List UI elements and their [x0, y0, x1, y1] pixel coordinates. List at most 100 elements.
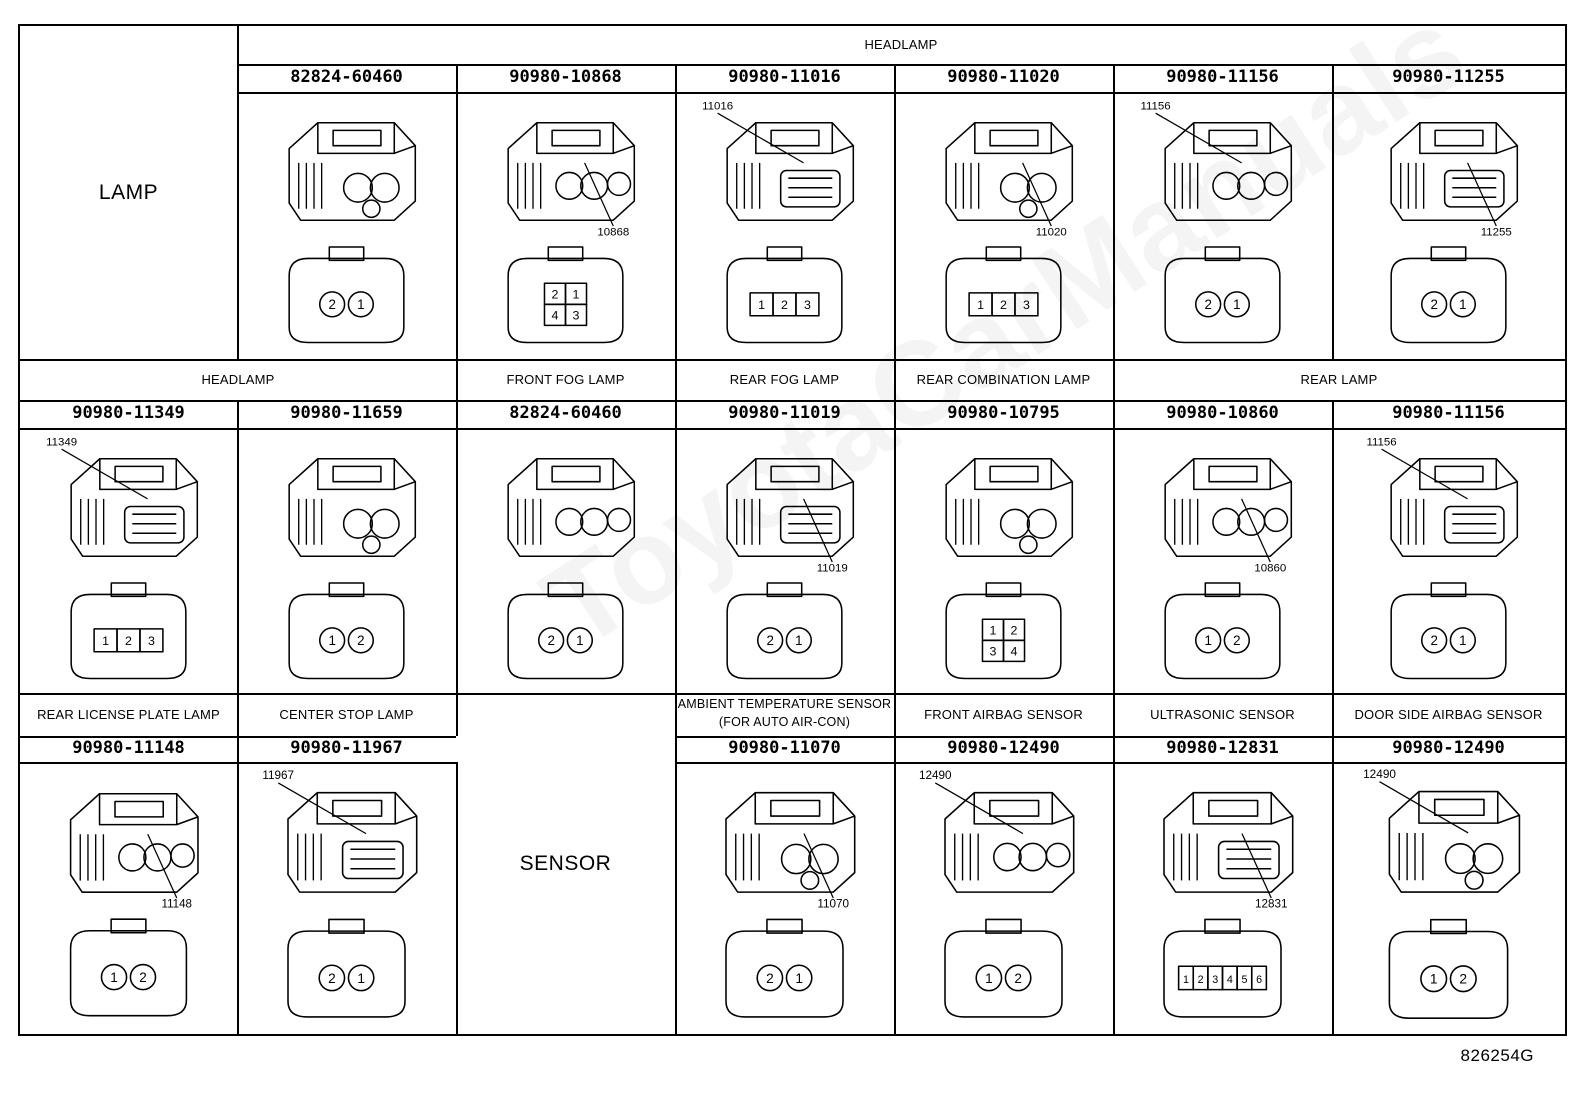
- svg-text:5: 5: [1241, 974, 1247, 986]
- svg-text:2: 2: [125, 634, 132, 648]
- svg-text:2: 2: [1430, 297, 1437, 312]
- svg-text:1: 1: [977, 298, 984, 312]
- row3-header-front-airbag-sensor: FRONT AIRBAG SENSOR: [924, 706, 1083, 722]
- svg-text:11156: 11156: [1367, 436, 1397, 448]
- part-number: 90980-12831: [1166, 738, 1279, 759]
- grid-line: [237, 26, 239, 360]
- lamp-category-label: LAMP: [98, 180, 159, 204]
- part-number: 82824-60460: [509, 403, 622, 424]
- grid-line: [20, 428, 1565, 430]
- row3-header-rear-license-plate-lamp: REAR LICENSE PLATE LAMP: [37, 706, 220, 722]
- row2-header-rear-lamp: REAR LAMP: [1300, 371, 1378, 387]
- svg-text:11255: 11255: [1481, 227, 1512, 239]
- grid-line: [20, 693, 1565, 695]
- svg-text:2: 2: [328, 297, 335, 312]
- grid-line: [675, 736, 1565, 738]
- svg-text:2: 2: [1430, 633, 1437, 648]
- part-number: 90980-11659: [290, 403, 403, 424]
- svg-text:1: 1: [985, 971, 993, 986]
- connector-drawing: 11967 2 1: [249, 764, 444, 1030]
- grid-line: [1332, 64, 1334, 360]
- part-number: 90980-11148: [72, 738, 185, 759]
- svg-text:3: 3: [148, 634, 155, 648]
- row3-header-ambient-temperature-sensor: AMBIENT TEMPERATURE SENSOR: [677, 697, 892, 712]
- part-number: 90980-10868: [509, 67, 622, 88]
- svg-text:2: 2: [781, 298, 788, 312]
- part-number: 90980-12490: [1392, 738, 1505, 759]
- connector-drawing: 11156 2 1: [1344, 432, 1553, 690]
- row2-header-headlamp: HEADLAMP: [201, 371, 275, 387]
- svg-text:2: 2: [328, 971, 336, 986]
- grid-line: [20, 736, 456, 738]
- svg-text:4: 4: [1227, 974, 1233, 986]
- svg-text:2: 2: [1014, 971, 1022, 986]
- connector-drawing: 11255 2 1: [1344, 96, 1553, 354]
- part-number: 90980-11967: [290, 738, 403, 759]
- grid-line: [20, 359, 1565, 361]
- part-number: 82824-60460: [290, 67, 403, 88]
- connector-drawing: 12490 1 2: [1344, 764, 1553, 1030]
- row1-header-headlamp: HEADLAMP: [864, 36, 938, 52]
- svg-text:1: 1: [1459, 633, 1466, 648]
- svg-text:1: 1: [990, 624, 997, 638]
- svg-text:1: 1: [795, 971, 803, 986]
- svg-text:11020: 11020: [1036, 227, 1067, 239]
- grid-line: [894, 64, 896, 1034]
- svg-text:12490: 12490: [1363, 767, 1396, 781]
- svg-text:1: 1: [1459, 297, 1466, 312]
- svg-text:2: 2: [1233, 633, 1240, 648]
- svg-text:1: 1: [576, 633, 583, 648]
- part-number: 90980-11156: [1392, 403, 1505, 424]
- grid-line: [456, 762, 458, 1034]
- diagram-reference: 826254G: [1460, 1046, 1534, 1065]
- svg-text:2: 2: [1198, 974, 1204, 986]
- svg-text:1: 1: [1204, 633, 1211, 648]
- svg-text:1: 1: [758, 298, 765, 312]
- row2-header-front-fog-lamp: FRONT FOG LAMP: [506, 371, 625, 387]
- part-number: 90980-11255: [1392, 67, 1505, 88]
- svg-text:2: 2: [552, 288, 559, 302]
- part-number: 90980-11020: [947, 67, 1060, 88]
- svg-text:3: 3: [1212, 974, 1218, 986]
- svg-text:11148: 11148: [162, 899, 192, 911]
- svg-text:1: 1: [1430, 972, 1438, 987]
- connector-table: [18, 24, 1567, 1036]
- svg-text:2: 2: [1011, 624, 1018, 638]
- svg-text:1: 1: [110, 970, 118, 985]
- part-number: 90980-11070: [728, 738, 841, 759]
- svg-text:2: 2: [357, 633, 364, 648]
- svg-text:6: 6: [1256, 974, 1262, 986]
- svg-text:2: 2: [139, 970, 147, 985]
- svg-text:3: 3: [990, 645, 997, 659]
- svg-text:1: 1: [573, 288, 580, 302]
- svg-text:4: 4: [552, 309, 559, 323]
- svg-text:1: 1: [1183, 974, 1189, 986]
- svg-text:1: 1: [357, 297, 364, 312]
- grid-line: [1113, 64, 1115, 1034]
- svg-text:2: 2: [766, 633, 773, 648]
- svg-text:11967: 11967: [262, 769, 294, 782]
- svg-text:1: 1: [328, 633, 335, 648]
- svg-text:11019: 11019: [817, 563, 848, 575]
- grid-line: [675, 64, 677, 1034]
- svg-text:1: 1: [357, 971, 365, 986]
- svg-text:1: 1: [102, 634, 109, 648]
- svg-text:2: 2: [1459, 972, 1467, 987]
- grid-line: [1332, 400, 1334, 1034]
- svg-text:2: 2: [766, 971, 774, 986]
- grid-line: [237, 400, 239, 1034]
- svg-text:11070: 11070: [817, 898, 849, 911]
- grid-line: [237, 92, 1565, 94]
- svg-text:2: 2: [547, 633, 554, 648]
- row3-header-for-auto-air-con: (FOR AUTO AIR-CON): [718, 715, 851, 730]
- row3-header-ultrasonic-sensor: ULTRASONIC SENSOR: [1150, 706, 1295, 722]
